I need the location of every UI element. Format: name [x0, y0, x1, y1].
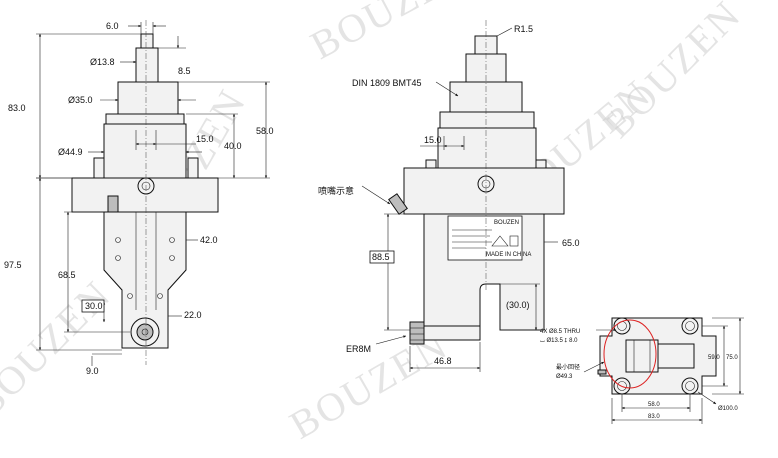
mount-hole: [681, 317, 699, 335]
dim-d449: Ø44.9: [58, 147, 83, 157]
side-housing: [437, 127, 537, 169]
dim-d13: Ø13.8: [90, 57, 115, 67]
bottom-nozzle: [597, 369, 607, 375]
label-brand: BOUZEN: [494, 220, 519, 226]
note-hole-1: 4X Ø8.5 THRU: [540, 329, 580, 335]
watermark-text: BOUZEN: [595, 0, 750, 146]
watermark-text: BOUZEN: [282, 322, 455, 448]
bottom-arm: [657, 343, 695, 369]
dim-box-885: [369, 250, 395, 264]
dim-w468: 46.8: [434, 356, 452, 366]
bottom-view: 4X Ø8.5 THRU ⌴ Ø13.5 ↧ 8.0 最小回径 Ø49.3 59…: [540, 317, 744, 424]
clamping-ring: [105, 113, 185, 125]
dim-w58: 58.0: [648, 402, 660, 408]
dim-din: DIN 1809 BMT45: [352, 78, 422, 88]
dim-h83: 83.0: [8, 103, 26, 113]
watermark-text: BOUZEN: [0, 271, 120, 426]
watermark-text: BOUZEN: [303, 0, 478, 68]
dim-d35: Ø35.0: [68, 95, 93, 105]
bottom-body: [625, 339, 659, 373]
dim-nozzle: 喷嘴示意: [318, 185, 354, 196]
dim-d100: Ø100.0: [718, 406, 738, 412]
nozzle: [107, 195, 119, 213]
side-nozzle: [388, 193, 408, 215]
front-view: 6.0 Ø13.8 8.5 Ø35.0 83.0 58.0 15.0 40.0 …: [4, 20, 274, 376]
dim-w42: 42.0: [200, 235, 218, 245]
main-housing: [103, 123, 187, 179]
dim-side-w15: 15.0: [424, 135, 442, 145]
dim-h975: 97.5: [4, 260, 22, 270]
label-plate: [447, 215, 523, 261]
dim-w15: 15.0: [196, 134, 214, 144]
dim-h40: 40.0: [224, 141, 242, 151]
note-min-rot-2: Ø49.3: [556, 374, 573, 380]
mount-hole: [681, 377, 699, 395]
side-output-sleeve: [423, 325, 481, 341]
dim-w9: 9.0: [86, 366, 99, 376]
side-view: BOUZEN MADE IN CHINA R1.5 DIN 1809 BMT45…: [318, 20, 580, 372]
side-output-collet: [409, 321, 425, 345]
upper-cylinder: [117, 81, 179, 115]
dim-top-width: 6.0: [106, 21, 119, 31]
dim-paren30: (30.0): [506, 300, 530, 310]
dim-h75: 75.0: [726, 355, 738, 361]
coolant-pin-right: [187, 157, 199, 179]
angle-head-arm: [103, 211, 187, 349]
coolant-pin-left: [93, 157, 105, 179]
dim-h59: 59.0: [708, 355, 720, 361]
dim-h58: 58.0: [256, 126, 274, 136]
dim-box885: 88.5: [372, 252, 390, 262]
dim-box30: 30.0: [85, 301, 103, 311]
dim-h685: 68.5: [58, 270, 76, 280]
output-collet-core: [136, 323, 154, 341]
dim-w22: 22.0: [184, 310, 202, 320]
dim-box-30: [81, 299, 105, 313]
side-ring: [439, 111, 535, 129]
min-rotation-circle: [603, 319, 657, 389]
dim-w83: 83.0: [648, 414, 660, 420]
dim-h85: 8.5: [178, 66, 191, 76]
dim-r15: R1.5: [514, 24, 533, 34]
dim-er8m: ER8M: [346, 344, 371, 354]
note-min-rot-1: 最小回径: [556, 363, 580, 371]
label-made-in: MADE IN CHINA: [486, 252, 531, 258]
dim-w65: 65.0: [562, 238, 580, 248]
spindle-shaft: [135, 47, 159, 83]
note-hole-2: ⌴ Ø13.5 ↧ 8.0: [540, 337, 578, 344]
mount-hole: [613, 317, 631, 335]
